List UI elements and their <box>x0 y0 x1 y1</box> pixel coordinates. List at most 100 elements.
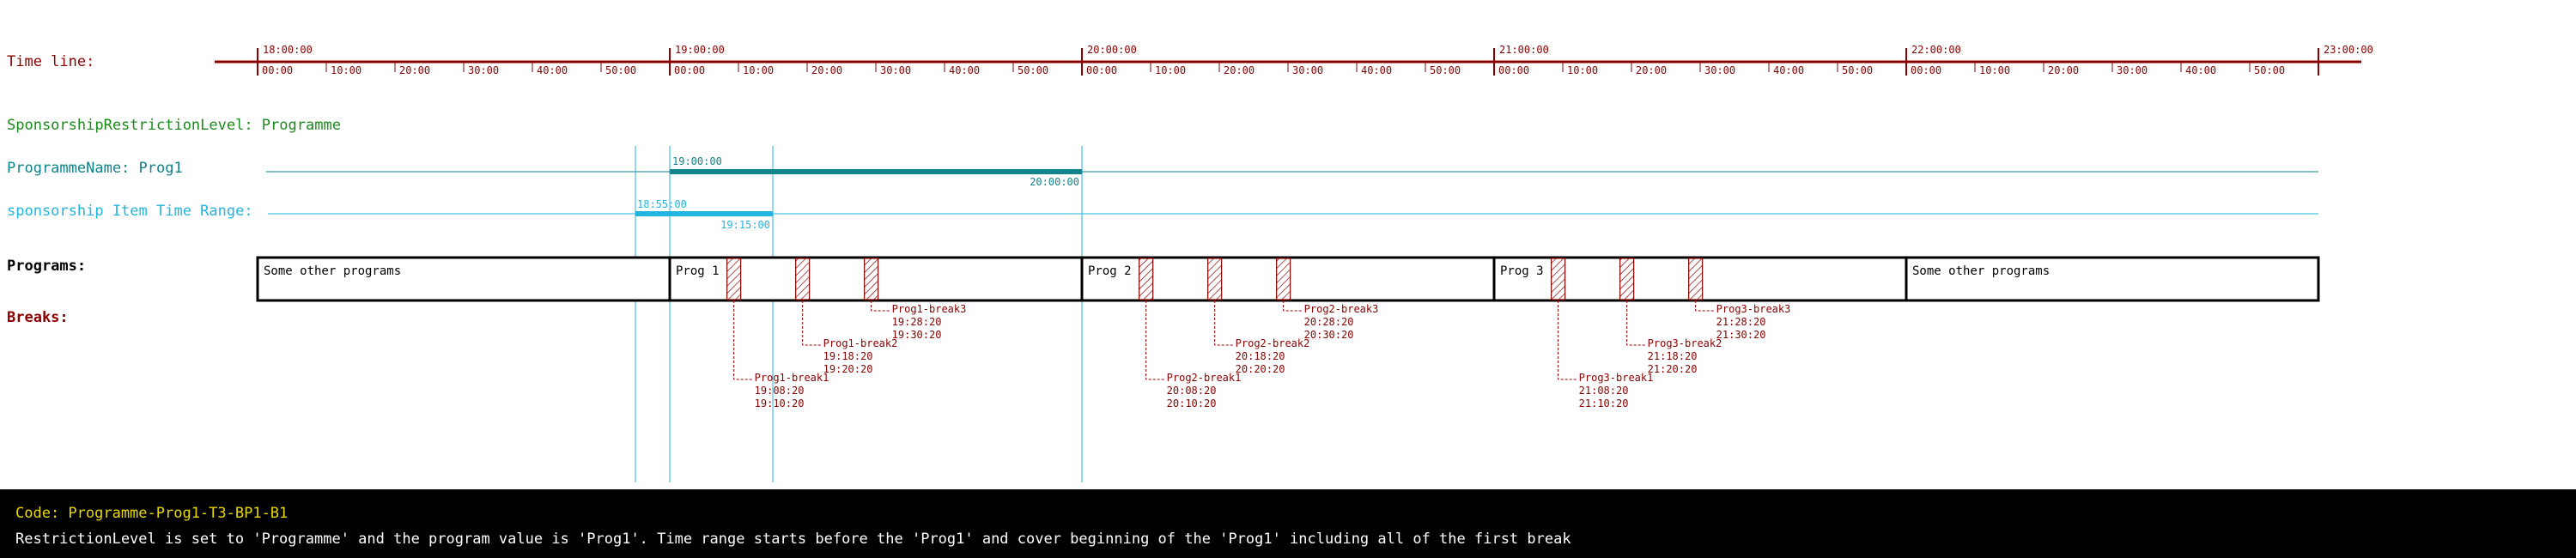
break-leader-line <box>871 300 890 312</box>
programme-range: 19:00:00 20:00:00 <box>266 155 2318 188</box>
break-start: 21:18:20 <box>1648 350 1698 362</box>
timeline-minute-label: 50:00 <box>605 64 636 76</box>
timeline-minute-label: 20:00 <box>1636 64 1667 76</box>
timeline-minute-label: 40:00 <box>1773 64 1804 76</box>
timeline-minute-label: 20:00 <box>811 64 842 76</box>
break-start: 19:18:20 <box>823 350 873 362</box>
program-block <box>256 256 671 302</box>
footer-code: Code: Programme-Prog1-T3-BP1-B1 <box>15 505 289 522</box>
timeline-minute-label: 00:00 <box>1911 64 1941 76</box>
sponsorship-end-label: 19:15:00 <box>720 219 770 231</box>
break-block <box>1276 258 1291 300</box>
break-name: Prog1-break2 <box>823 337 898 349</box>
sponsorship-range-label: sponsorship Item Time Range: <box>7 203 253 220</box>
timeline-hour-label: 21:00:00 <box>1499 44 1549 56</box>
timeline-minute-label: 10:00 <box>331 64 361 76</box>
programme-end-label: 20:00:00 <box>1030 176 1079 188</box>
timeline-minute-label: 00:00 <box>674 64 705 76</box>
timeline-minute-label: 40:00 <box>2185 64 2216 76</box>
break-start: 21:08:20 <box>1579 385 1629 397</box>
program-block <box>1905 256 2320 302</box>
break-end: 21:30:20 <box>1716 329 1766 341</box>
break-leader-line <box>1145 300 1165 380</box>
break-name: Prog3-break1 <box>1579 372 1654 384</box>
timeline-minute-label: 50:00 <box>2254 64 2285 76</box>
timeline-minute-label: 10:00 <box>1567 64 1598 76</box>
break-block <box>1688 258 1704 300</box>
program-name: Prog 1 <box>676 264 720 278</box>
break-name: Prog2-break3 <box>1304 303 1379 315</box>
timeline-minute-label: 30:00 <box>2117 64 2148 76</box>
break-block <box>1619 258 1635 300</box>
break-start: 20:28:20 <box>1304 316 1354 328</box>
timeline-minute-label: 30:00 <box>880 64 911 76</box>
timeline-axis: 18:00:00 00:00 10:00 20:00 30:00 40:00 50:00 19… <box>215 44 2373 76</box>
breaks-track: Prog1-break119:08:2019:10:20Prog1-break2… <box>726 258 1791 409</box>
break-start: 20:08:20 <box>1167 385 1217 397</box>
timeline-minute-label: 30:00 <box>468 64 499 76</box>
break-name: Prog3-break2 <box>1648 337 1722 349</box>
timeline-hour-label: 23:00:00 <box>2324 44 2373 56</box>
timeline-diagram: 18:00:00 00:00 10:00 20:00 30:00 40:00 50:00 19… <box>215 44 2373 482</box>
timeline-minute-label: 20:00 <box>399 64 430 76</box>
footer-panel: Code: Programme-Prog1-T3-BP1-B1 Restrict… <box>0 489 2576 558</box>
programme-name-label: ProgrammeName: Prog1 <box>7 160 183 177</box>
timeline-minute-label: 00:00 <box>1086 64 1117 76</box>
break-block <box>1139 258 1154 300</box>
break-start: 21:28:20 <box>1716 316 1766 328</box>
timeline-minute-label: 00:00 <box>262 64 293 76</box>
program-name: Prog 2 <box>1088 264 1132 278</box>
timeline-minute-label: 00:00 <box>1498 64 1529 76</box>
program-name: Prog 3 <box>1500 264 1544 278</box>
timeline-minute-label: 50:00 <box>1430 64 1461 76</box>
timeline-minute-label: 50:00 <box>1842 64 1873 76</box>
break-name: Prog1-break1 <box>755 372 829 384</box>
break-leader-line <box>1283 300 1303 312</box>
restriction-level-label: SponsorshipRestrictionLevel: Programme <box>7 117 341 134</box>
break-block <box>726 258 742 300</box>
break-end: 21:10:20 <box>1579 397 1629 409</box>
breaks-label: Breaks: <box>7 309 69 326</box>
sponsorship-start-label: 18:55:00 <box>637 198 687 210</box>
timeline-minute-label: 10:00 <box>1979 64 2010 76</box>
break-leader-line <box>1214 300 1234 346</box>
timeline-minute-label: 50:00 <box>1018 64 1048 76</box>
timeline-minute-label: 40:00 <box>1361 64 1392 76</box>
break-end: 20:20:20 <box>1236 363 1285 375</box>
timeline-minute-label: 20:00 <box>1224 64 1255 76</box>
break-name: Prog2-break1 <box>1167 372 1242 384</box>
timeline-minute-label: 40:00 <box>949 64 980 76</box>
program-name: Some other programs <box>1912 264 2050 278</box>
break-end: 19:20:20 <box>823 363 873 375</box>
timeline-hour-label: 22:00:00 <box>1911 44 1961 56</box>
timeline-minute-label: 10:00 <box>1155 64 1186 76</box>
break-start: 19:28:20 <box>892 316 942 328</box>
guide-lines <box>635 146 1083 482</box>
programme-start-label: 19:00:00 <box>672 155 722 167</box>
break-leader-line <box>1695 300 1715 312</box>
footer-description: RestrictionLevel is set to 'Programme' a… <box>15 531 1571 548</box>
break-block <box>1207 258 1223 300</box>
timeline-label: Time line: <box>7 53 95 70</box>
program-name: Some other programs <box>264 264 401 278</box>
timeline-hour-label: 19:00:00 <box>675 44 725 56</box>
break-end: 21:20:20 <box>1648 363 1698 375</box>
break-end: 20:30:20 <box>1304 329 1354 341</box>
break-block <box>864 258 879 300</box>
timeline-minute-label: 10:00 <box>743 64 774 76</box>
timeline-hour-label: 20:00:00 <box>1087 44 1137 56</box>
programs-label: Programs: <box>7 258 87 275</box>
break-name: Prog3-break3 <box>1716 303 1791 315</box>
break-end: 20:10:20 <box>1167 397 1217 409</box>
break-end: 19:10:20 <box>755 397 805 409</box>
break-name: Prog1-break3 <box>892 303 967 315</box>
break-start: 20:18:20 <box>1236 350 1285 362</box>
break-leader-line <box>802 300 822 346</box>
timeline-hour-label: 18:00:00 <box>263 44 313 56</box>
break-block <box>1551 258 1566 300</box>
break-name: Prog2-break2 <box>1236 337 1310 349</box>
break-leader-line <box>733 300 753 380</box>
break-leader-line <box>1558 300 1577 380</box>
break-block <box>795 258 811 300</box>
sponsorship-range: 18:55:00 19:15:00 <box>268 198 2318 231</box>
